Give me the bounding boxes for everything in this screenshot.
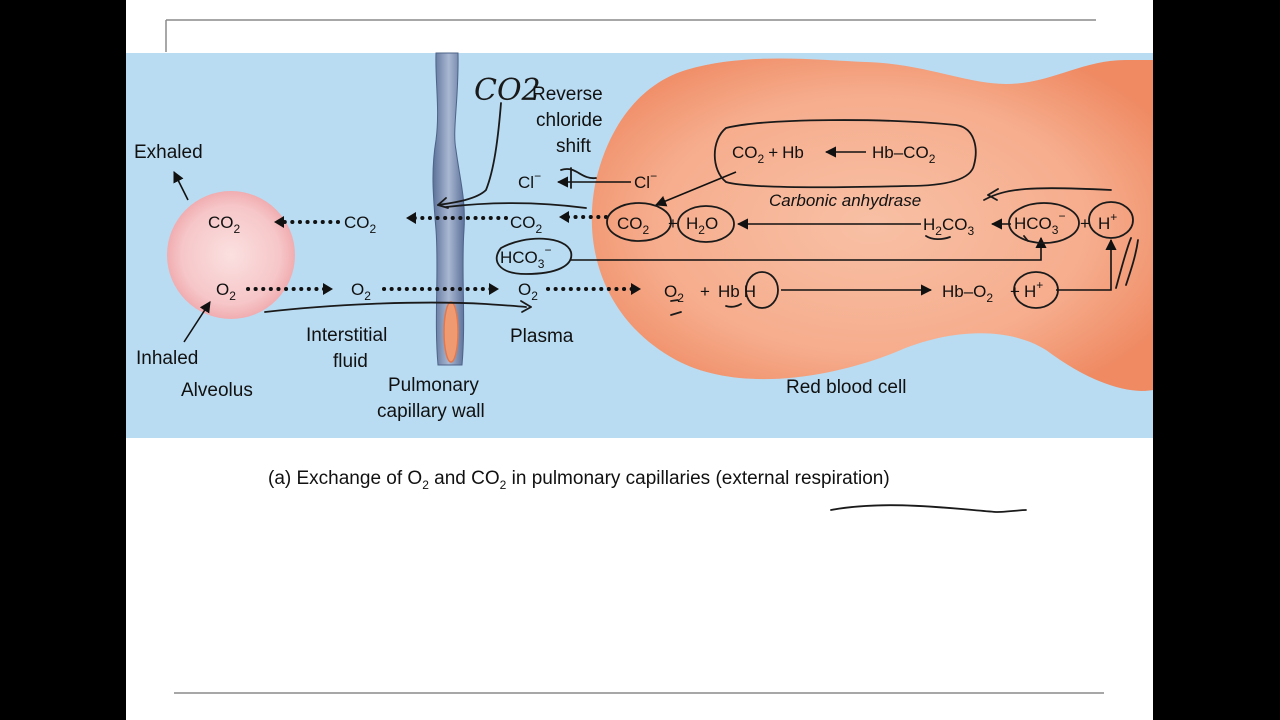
ink-co2-path	[445, 202, 587, 209]
chem-o2-alveolus: O2	[216, 280, 236, 303]
chem-cl-plasma: Cl−	[518, 169, 541, 192]
ink-circle-hco3	[495, 237, 573, 275]
arrowhead	[406, 212, 416, 224]
chem-o2-interstitial: O2	[351, 280, 371, 303]
handwriting-annotations	[264, 102, 1139, 513]
arrow-h-up	[1056, 238, 1117, 291]
chem-plus-4: +	[1010, 282, 1020, 301]
chem-hb-o2: Hb–O2	[942, 282, 993, 305]
chem-hco3-plasma: HCO3−	[500, 243, 551, 271]
chem-co2-alveolus: CO2	[208, 213, 241, 236]
ink-top-arrow	[983, 187, 1112, 201]
arrow-inhaled	[183, 301, 211, 343]
label-interstitial-2: fluid	[333, 351, 368, 372]
capillary-rbc	[443, 301, 459, 363]
ink-circle-equation	[713, 119, 977, 189]
label-reverse: Reverse	[532, 84, 603, 105]
label-pulmonary-2: capillary wall	[377, 401, 485, 422]
ink-circle-h	[745, 271, 779, 309]
label-interstitial-1: Interstitial	[306, 325, 387, 346]
slide: CO2 Exhaled Inhaled Alveolus Interstitia…	[126, 0, 1153, 720]
chem-co2-hb: CO2+Hb	[732, 143, 804, 166]
arrowhead	[489, 283, 499, 295]
label-shift: shift	[556, 136, 592, 157]
label-inhaled: Inhaled	[136, 348, 198, 369]
arrowhead	[274, 216, 284, 228]
chem-hb-co2: Hb–CO2	[872, 143, 936, 166]
chem-plus-1: +	[668, 214, 678, 233]
chem-h2o: H2O	[686, 214, 718, 237]
label-pulmonary-1: Pulmonary	[388, 375, 479, 396]
gas-exchange-diagram: CO2 Exhaled Inhaled Alveolus Interstitia…	[126, 19, 1153, 694]
chem-co2-plasma: CO2	[510, 213, 543, 236]
arrowhead	[559, 211, 569, 223]
arrowhead	[323, 283, 333, 295]
ink-underline-h2co3	[925, 235, 1029, 242]
ink-caption-underline	[830, 504, 1027, 513]
arrowhead	[631, 283, 641, 295]
chem-h2co3: H2CO3	[923, 215, 974, 238]
chem-cl-rbc: Cl−	[634, 169, 657, 192]
chem-co2-rbc: CO2	[617, 214, 650, 237]
chem-hco3-rbc: HCO3−	[1014, 209, 1065, 237]
arrow-hco3-in	[571, 236, 1047, 261]
ink-arrowhead	[520, 300, 532, 313]
label-plasma: Plasma	[510, 326, 574, 347]
capillary-wall-shape	[432, 52, 465, 366]
ink-cl-mark	[560, 167, 597, 189]
label-carbonic-anhydrase: Carbonic anhydrase	[769, 191, 921, 210]
ink-circle-h-plus	[1088, 201, 1134, 239]
chem-plus-2: +	[1080, 214, 1090, 233]
ink-path-interstitial	[264, 301, 527, 313]
chem-plus-3: +	[700, 282, 710, 301]
ink-side-marks	[1115, 237, 1139, 289]
label-red-blood-cell: Red blood cell	[786, 377, 906, 398]
ink-circle-co2	[606, 202, 672, 242]
ink-circle-hco3-rbc	[1008, 202, 1080, 244]
ink-co2-arrow	[437, 102, 502, 206]
handwritten-co2-note: CO2	[474, 73, 541, 108]
chem-o2-plasma: O2	[518, 280, 538, 303]
label-alveolus: Alveolus	[181, 380, 253, 401]
alveolus-shape	[167, 191, 295, 319]
chem-h-plus-o2-row: H+	[1024, 278, 1043, 301]
chem-o2-rbc: O2	[664, 282, 684, 305]
ink-circle-h-plus-2	[1013, 271, 1059, 309]
label-chloride: chloride	[536, 110, 603, 131]
chem-co2-interstitial: CO2	[344, 213, 377, 236]
label-exhaled: Exhaled	[134, 142, 203, 163]
ink-underline-marks	[670, 299, 742, 316]
figure-caption: (a) Exchange of O2 and CO2 in pulmonary …	[268, 468, 890, 492]
ink-circle-h2o	[677, 205, 735, 243]
arrow-exhaled	[173, 170, 189, 201]
chem-h-plus-rbc: H+	[1098, 210, 1117, 233]
